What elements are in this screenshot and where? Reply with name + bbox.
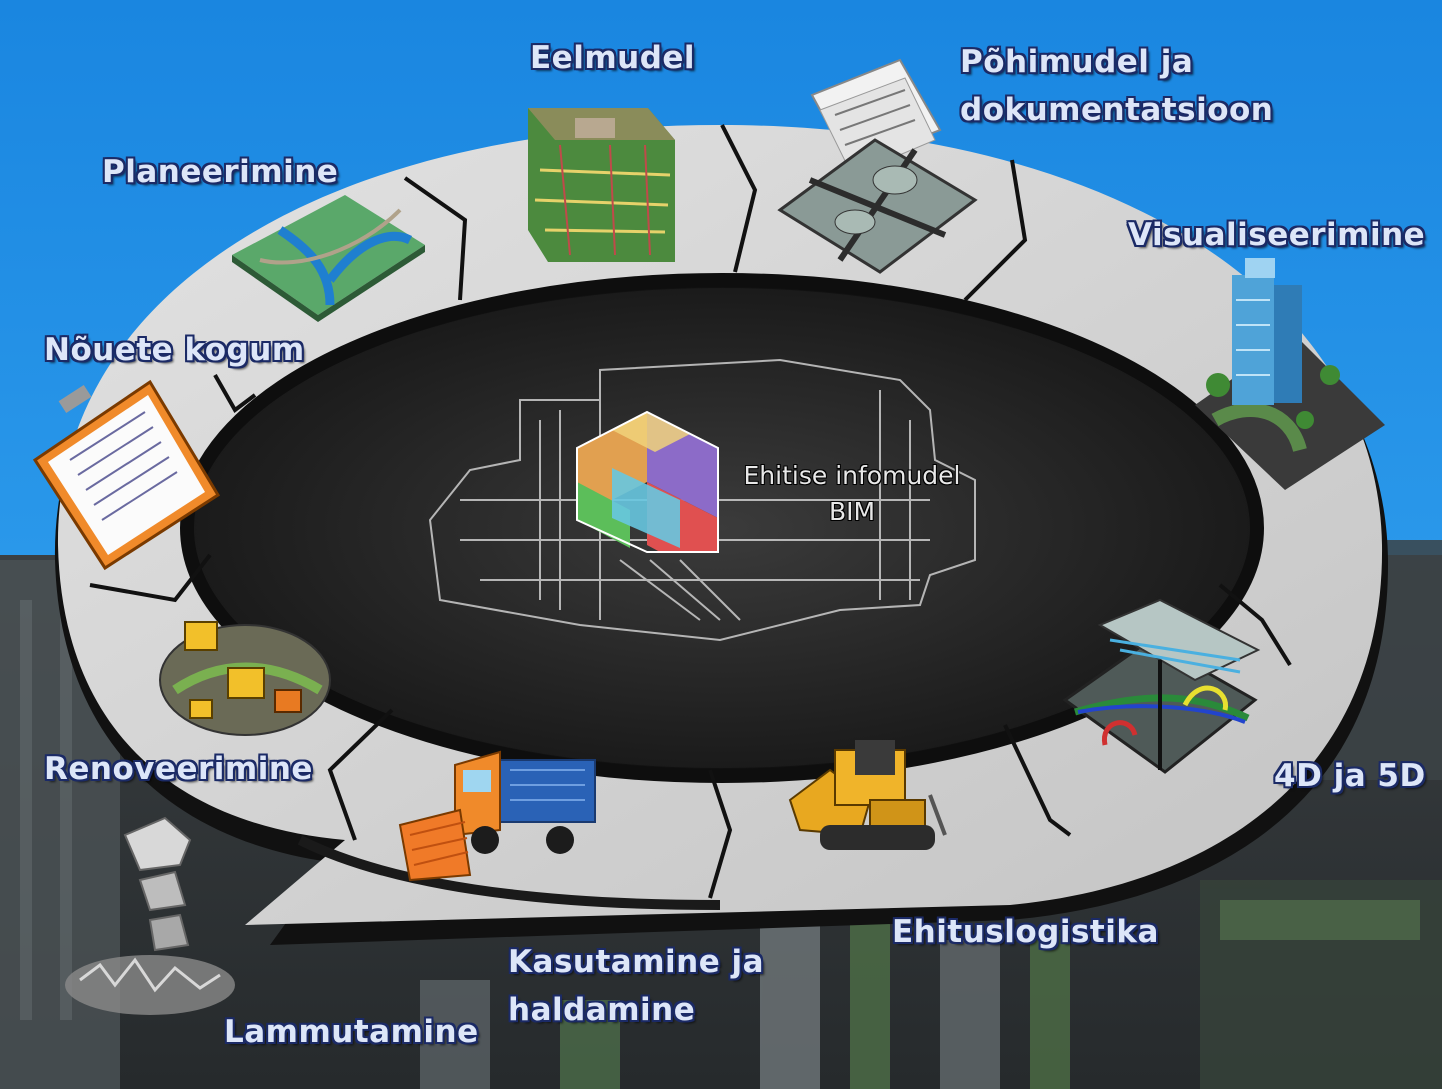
road-construction-icon — [159, 621, 331, 736]
stage-label-planeerimine: Planeerimine — [102, 154, 339, 190]
stage-label-pohimudel: Põhimudel ja dokumentatsioon — [960, 44, 1274, 128]
skyscraper-icon — [1195, 258, 1385, 490]
bim-cube-icon — [576, 410, 719, 553]
stage-label-eelmudel: Eelmudel — [530, 40, 696, 76]
center-label: Ehitise infomudel BIM — [718, 458, 986, 530]
stage-label-lammutamine: Lammutamine — [224, 1014, 479, 1050]
center-subtitle: BIM — [828, 497, 876, 526]
ring-lower-edge — [297, 835, 721, 910]
stage-label-nouete-kogum: Nõuete kogum — [44, 332, 305, 368]
center-title: Ehitise infomudel — [743, 461, 961, 490]
stage-label-ehituslogistika: Ehituslogistika — [892, 914, 1159, 950]
clipboard-checklist-icon — [32, 379, 221, 571]
stage-label-4d-5d: 4D ja 5D — [1274, 758, 1426, 794]
documents-intersection-icon — [777, 58, 978, 274]
bulldozer-icon — [788, 740, 947, 850]
stage-label-renoveerimine: Renoveerimine — [44, 751, 313, 787]
stage-label-kasutamine: Kasutamine ja haldamine — [508, 944, 765, 1028]
demolition-rubble-icon — [65, 816, 235, 1015]
site-model-icon — [528, 108, 675, 262]
snowplow-truck-icon — [398, 750, 596, 882]
ring-segment-dividers — [89, 124, 1292, 899]
terrain-map-icon — [232, 195, 425, 322]
ring-inner-rim — [180, 273, 1264, 783]
stage-label-visualiseerimine: Visualiseerimine — [1128, 217, 1426, 253]
road-junction-model-icon — [1062, 598, 1261, 774]
center-disk — [194, 288, 1250, 768]
